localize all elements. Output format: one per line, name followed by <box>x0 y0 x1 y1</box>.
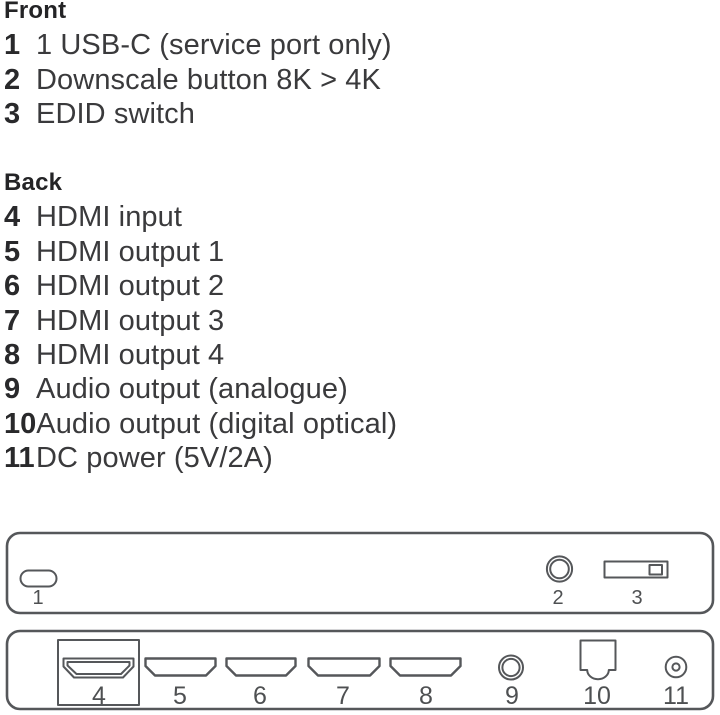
legend-item: 1 1 USB-C (service port only) <box>4 28 714 62</box>
dc-power-port <box>664 655 688 679</box>
dc-power-label: 11 <box>663 682 689 710</box>
hdmi-output-2-port <box>225 657 297 677</box>
legend-item-number: 1 <box>4 29 21 62</box>
hdmi-input-label: 4 <box>92 682 106 710</box>
downscale-button-label: 2 <box>552 587 563 609</box>
legend-item-label: Audio output (analogue) <box>36 373 348 406</box>
usb-c-port <box>19 569 58 588</box>
legend-item-number: 10 <box>4 407 37 440</box>
legend-item: 9 Audio output (analogue) <box>4 372 714 406</box>
back-panel-outline <box>5 629 715 711</box>
legend-item-label: HDMI output 2 <box>36 270 225 303</box>
legend-item-label: HDMI output 4 <box>36 339 225 372</box>
edid-switch-label: 3 <box>631 587 642 609</box>
downscale-button <box>545 555 574 583</box>
legend-item-number: 2 <box>4 63 21 96</box>
hdmi-input-port <box>62 657 135 679</box>
downscale-button-inner-ring <box>549 558 570 580</box>
audio-analogue-label: 9 <box>505 682 519 710</box>
hdmi-input-port-inner <box>66 661 131 675</box>
legend-item-number: 6 <box>4 270 21 303</box>
legend: Front 1 1 USB-C (service port only) 2 Do… <box>4 0 714 476</box>
front-panel-outline <box>5 531 715 615</box>
hdmi-output-2-label: 6 <box>253 682 267 710</box>
legend-item-number: 7 <box>4 304 21 337</box>
back-section-heading: Back <box>4 169 63 197</box>
hdmi-output-1-port <box>144 657 217 677</box>
back-panel-diagram: 4 5 6 7 8 9 10 11 <box>5 629 715 711</box>
hdmi-input-highlight-box <box>57 639 140 706</box>
audio-optical-label: 10 <box>583 682 611 710</box>
legend-item-number: 3 <box>4 98 21 131</box>
legend-item-label: HDMI input <box>36 201 183 234</box>
legend-item-label: Audio output (digital optical) <box>36 407 398 440</box>
legend-item-label: EDID switch <box>36 98 196 131</box>
edid-switch-knob <box>648 564 663 576</box>
legend-item: 3 EDID switch <box>4 97 714 131</box>
hdmi-output-3-label: 7 <box>336 682 350 710</box>
hdmi-output-4-label: 8 <box>419 682 433 710</box>
legend-item-label: DC power (5V/2A) <box>36 442 273 475</box>
legend-item-number: 8 <box>4 339 21 372</box>
legend-item-number: 9 <box>4 373 21 406</box>
legend-item-label: HDMI output 1 <box>36 235 225 268</box>
legend-item-label: Downscale button 8K > 4K <box>36 63 381 96</box>
front-section-heading: Front <box>4 0 67 24</box>
legend-item-number: 4 <box>4 201 21 234</box>
legend-item: 10 Audio output (digital optical) <box>4 407 714 441</box>
legend-item-number: 5 <box>4 235 21 268</box>
hdmi-output-1-label: 5 <box>173 682 187 710</box>
front-panel-diagram: 1 2 3 <box>5 531 715 615</box>
legend-item: 4 HDMI input <box>4 200 714 234</box>
audio-optical-port <box>579 639 617 681</box>
legend-item: 7 HDMI output 3 <box>4 304 714 338</box>
hdmi-output-4-port <box>389 657 462 677</box>
legend-item-label: HDMI output 3 <box>36 304 225 337</box>
audio-analogue-port-inner-ring <box>501 657 521 678</box>
legend-item: 8 HDMI output 4 <box>4 338 714 372</box>
legend-item: 11 DC power (5V/2A) <box>4 441 714 475</box>
usb-c-port-label: 1 <box>32 587 43 609</box>
legend-item: 5 HDMI output 1 <box>4 235 714 269</box>
legend-item: 2 Downscale button 8K > 4K <box>4 63 714 97</box>
legend-item: 6 HDMI output 2 <box>4 269 714 303</box>
audio-analogue-port <box>498 654 524 681</box>
edid-switch <box>603 560 669 579</box>
dc-power-port-pin <box>671 662 681 672</box>
legend-item-label: 1 USB-C (service port only) <box>36 29 392 62</box>
legend-item-number: 11 <box>4 442 35 475</box>
hdmi-output-3-port <box>307 657 381 677</box>
